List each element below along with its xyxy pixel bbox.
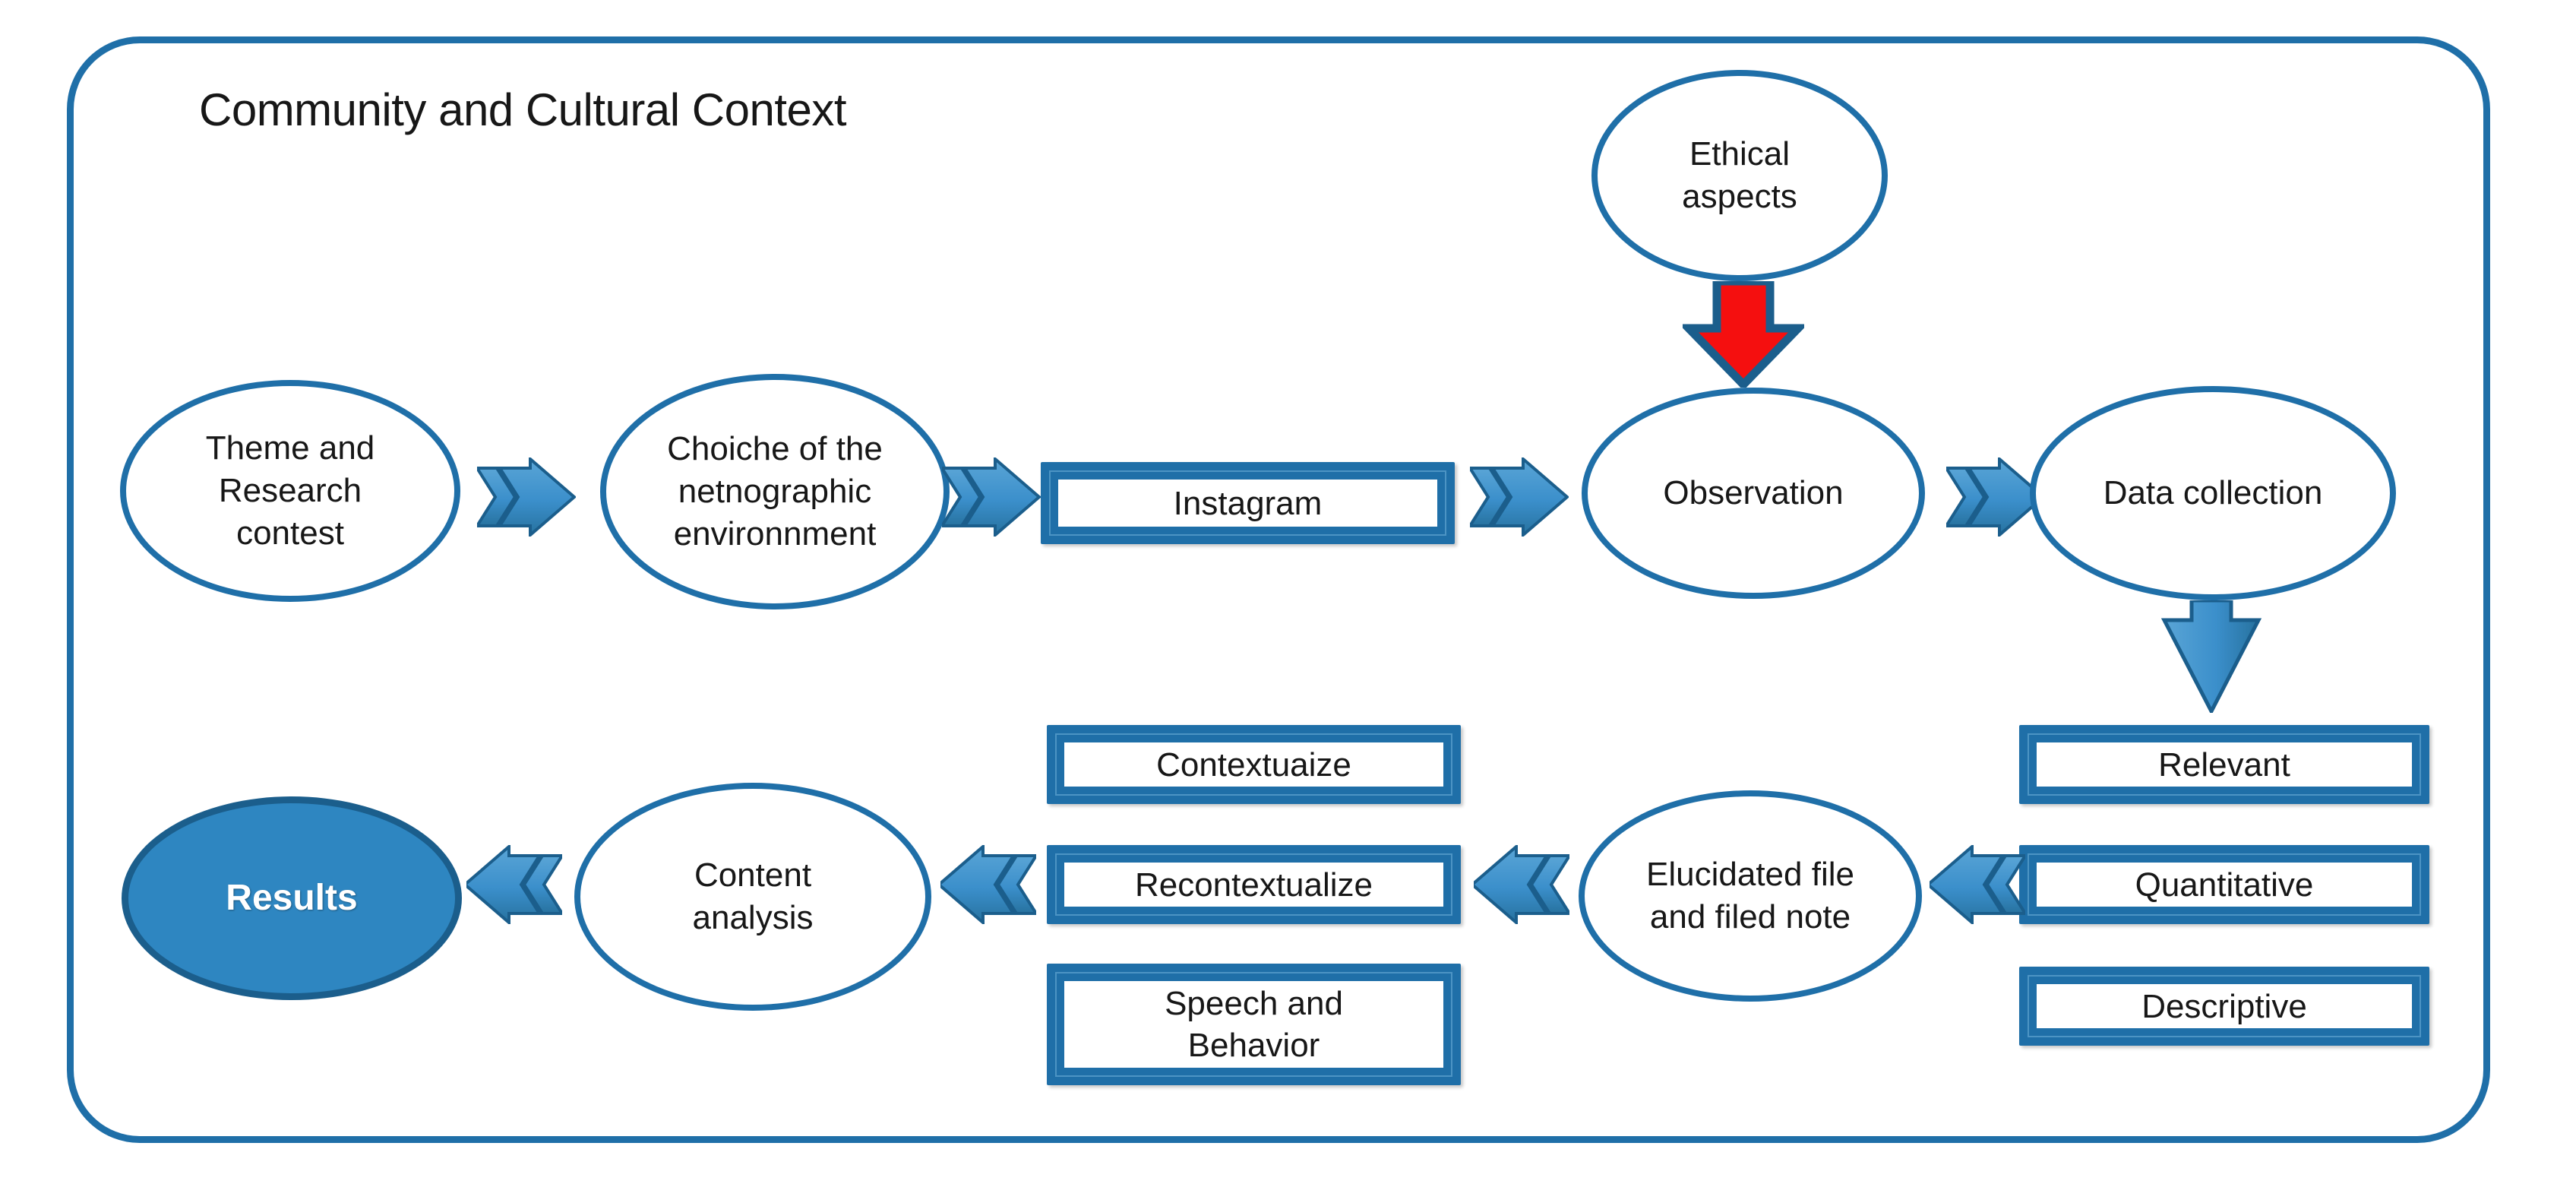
community-cultural-context-frame <box>67 36 2490 1143</box>
node-instagram-label: Instagram <box>1173 484 1323 522</box>
node-theme-line2: Research <box>218 471 362 509</box>
node-instagram-label-wrap: Instagram <box>1058 480 1437 527</box>
arrow-ethics-to-observation-icon <box>1683 281 1804 388</box>
node-content-analysis-line1: Content <box>694 856 812 894</box>
arrow-observation-to-data-collection-icon <box>1946 457 2045 537</box>
node-relevant[interactable]: Relevant <box>2019 725 2429 804</box>
node-observation[interactable]: Observation <box>1582 388 1925 599</box>
node-contextualize-label: Contextuaize <box>1156 746 1351 784</box>
node-quantitative-bevel: Quantitative <box>2028 853 2421 916</box>
node-choice-line3: environnment <box>673 515 877 553</box>
arrow-theme-to-choice-icon <box>477 457 576 537</box>
node-descriptive-bevel: Descriptive <box>2028 975 2421 1037</box>
node-descriptive-label: Descriptive <box>2141 987 2307 1025</box>
node-recontextualize[interactable]: Recontextualize <box>1047 845 1461 924</box>
node-theme-line1: Theme and <box>205 429 375 467</box>
node-recontextualize-label-wrap: Recontextualize <box>1064 863 1443 907</box>
node-speech-and-behavior-label-wrap: Speech and Behavior <box>1064 981 1443 1068</box>
node-contextualize-label-wrap: Contextuaize <box>1064 742 1443 787</box>
arrow-data-collection-to-relevant-icon <box>2161 600 2262 713</box>
node-theme-line3: contest <box>236 514 344 552</box>
node-elucidated-file-and-filed-note[interactable]: Elucidated file and filed note <box>1579 790 1922 1002</box>
node-choice-line1: Choiche of the <box>667 429 883 467</box>
node-recontextualize-bevel: Recontextualize <box>1055 853 1452 916</box>
node-relevant-bevel: Relevant <box>2028 733 2421 796</box>
node-descriptive-label-wrap: Descriptive <box>2037 984 2412 1028</box>
node-results[interactable]: Results <box>122 796 462 1000</box>
node-ethical-aspects-line2: aspects <box>1682 178 1797 215</box>
node-quantitative[interactable]: Quantitative <box>2019 845 2429 924</box>
node-observation-label: Observation <box>1663 473 1844 511</box>
node-ethical-aspects-line1: Ethical <box>1689 135 1791 173</box>
node-relevant-label-wrap: Relevant <box>2037 742 2412 787</box>
context-frame-label: Community and Cultural Context <box>199 84 847 135</box>
node-choice-of-netnographic-environment[interactable]: Choiche of the netnographic environnment <box>600 374 950 609</box>
node-recontextualize-label: Recontextualize <box>1134 866 1373 904</box>
node-speech-line2: Behavior <box>1187 1027 1320 1064</box>
arrow-content-analysis-to-results-icon <box>466 845 562 924</box>
node-instagram-bevel: Instagram <box>1049 470 1446 536</box>
node-content-analysis-line2: analysis <box>692 899 814 936</box>
node-quantitative-label-wrap: Quantitative <box>2037 863 2412 907</box>
arrow-instagram-to-observation-icon <box>1470 457 1569 537</box>
node-elucidated-line2: and filed note <box>1649 898 1851 935</box>
node-results-label: Results <box>226 878 358 919</box>
node-content-analysis[interactable]: Content analysis <box>574 783 931 1011</box>
node-choice-line2: netnographic <box>678 472 872 510</box>
node-speech-and-behavior-bevel: Speech and Behavior <box>1055 972 1452 1077</box>
node-descriptive[interactable]: Descriptive <box>2019 967 2429 1046</box>
node-ethical-aspects[interactable]: Ethical aspects <box>1591 70 1888 281</box>
node-data-collection[interactable]: Data collection <box>2030 386 2396 600</box>
node-contextualize[interactable]: Contextuaize <box>1047 725 1461 804</box>
arrow-choice-to-instagram-icon <box>942 457 1041 537</box>
node-data-collection-label: Data collection <box>2103 473 2323 511</box>
node-elucidated-line1: Elucidated file <box>1646 855 1854 893</box>
node-instagram[interactable]: Instagram <box>1041 462 1455 544</box>
node-contextualize-bevel: Contextuaize <box>1055 733 1452 796</box>
arrow-elucidated-file-to-recontextualize-icon <box>1474 845 1569 924</box>
node-relevant-label: Relevant <box>2158 746 2290 784</box>
node-theme-and-research-contest[interactable]: Theme and Research contest <box>120 380 460 602</box>
arrow-quantitative-to-elucidated-file-icon <box>1930 845 2025 924</box>
arrow-recontextualize-to-content-analysis-icon <box>940 845 1036 924</box>
node-quantitative-label: Quantitative <box>2135 866 2314 904</box>
node-speech-and-behavior[interactable]: Speech and Behavior <box>1047 964 1461 1085</box>
node-speech-line1: Speech and <box>1165 985 1343 1022</box>
